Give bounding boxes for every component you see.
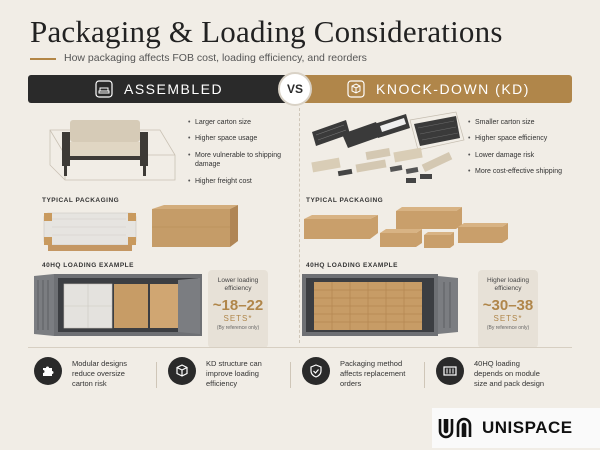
subtitle-accent-line	[30, 58, 56, 60]
kd-parts-illustration	[306, 110, 466, 192]
assembled-bullets: Larger carton size Higher space usage Mo…	[188, 118, 283, 193]
kd-bullet: Smaller carton size	[468, 118, 568, 128]
page-title: Packaging & Loading Considerations	[30, 14, 503, 49]
assembled-banner: ASSEMBLED	[28, 75, 298, 103]
assembled-sets-unit: SETS*	[223, 313, 253, 323]
unispace-logo: UNISPACE	[432, 408, 600, 448]
assembled-bullet: More vulnerable to shipping damage	[188, 151, 283, 170]
feature-separator	[156, 362, 157, 388]
assembled-packaging-illustration	[42, 205, 242, 255]
kd-ref-note: (By reference only)	[486, 324, 530, 331]
kd-container-illustration	[300, 270, 460, 340]
kd-packaging-illustration	[300, 205, 514, 251]
feature-modular: Modular designs reduce oversize carton r…	[34, 357, 144, 389]
puzzle-icon	[34, 357, 62, 385]
kd-banner: KNOCK-DOWN (KD)	[300, 75, 572, 103]
kd-efficiency-label: Higher loading efficiency	[487, 277, 529, 293]
assembled-container-illustration	[34, 270, 204, 340]
brand-wordmark: UNISPACE	[482, 418, 573, 437]
shield-check-icon	[302, 357, 330, 385]
feature-text: 40HQ loading depends on module size and …	[474, 359, 545, 389]
assembled-efficiency-label: Lower loading efficiency	[217, 277, 259, 293]
assembled-bullet: Higher freight cost	[188, 177, 283, 187]
feature-text: KD structure can improve loading efficie…	[206, 359, 262, 389]
kd-bullet: Higher space efficiency	[468, 134, 568, 144]
kd-bullets: Smaller carton size Higher space efficie…	[468, 118, 568, 184]
vs-badge: VS	[278, 72, 312, 106]
assembled-packaging-label: TYPICAL PACKAGING	[42, 197, 120, 204]
sofa-icon	[94, 79, 114, 99]
kd-bullet: More cost-effective shipping	[468, 167, 568, 177]
assembled-loading-label: 40HQ LOADING EXAMPLE	[42, 262, 134, 269]
kd-loading-label: 40HQ LOADING EXAMPLE	[306, 262, 398, 269]
kd-bullet: Lower damage risk	[468, 151, 568, 161]
assembled-bullet: Larger carton size	[188, 118, 283, 128]
assembled-ref-note: (By reference only)	[216, 324, 260, 331]
cube-icon	[346, 79, 366, 99]
kd-label: KNOCK-DOWN (KD)	[376, 81, 530, 97]
kd-sets-unit: SETS*	[493, 313, 523, 323]
feature-separator	[424, 362, 425, 388]
kd-packaging-label: TYPICAL PACKAGING	[306, 197, 384, 204]
box-icon	[168, 357, 196, 385]
feature-text: Modular designs reduce oversize carton r…	[72, 359, 128, 389]
container-icon	[436, 357, 464, 385]
unispace-logo-mark-icon	[438, 416, 478, 440]
kd-efficiency-box: Higher loading efficiency ~30–38 SETS* (…	[478, 270, 538, 348]
feature-separator	[290, 362, 291, 388]
page-subtitle: How packaging affects FOB cost, loading …	[64, 52, 367, 64]
feature-text: Packaging method affects replacement ord…	[340, 359, 406, 389]
feature-kd-structure: KD structure can improve loading efficie…	[168, 357, 278, 389]
assembled-sets-value: ~18–22	[212, 296, 264, 314]
assembled-label: ASSEMBLED	[124, 81, 224, 97]
feature-40hq-loading: 40HQ loading depends on module size and …	[436, 357, 546, 389]
assembled-bullet: Higher space usage	[188, 134, 283, 144]
kd-sets-value: ~30–38	[482, 296, 534, 314]
assembled-efficiency-box: Lower loading efficiency ~18–22 SETS* (B…	[208, 270, 268, 348]
feature-packaging-method: Packaging method affects replacement ord…	[302, 357, 412, 389]
footer-divider	[28, 347, 572, 348]
center-divider	[299, 108, 300, 343]
assembled-sofa-illustration	[40, 110, 180, 190]
